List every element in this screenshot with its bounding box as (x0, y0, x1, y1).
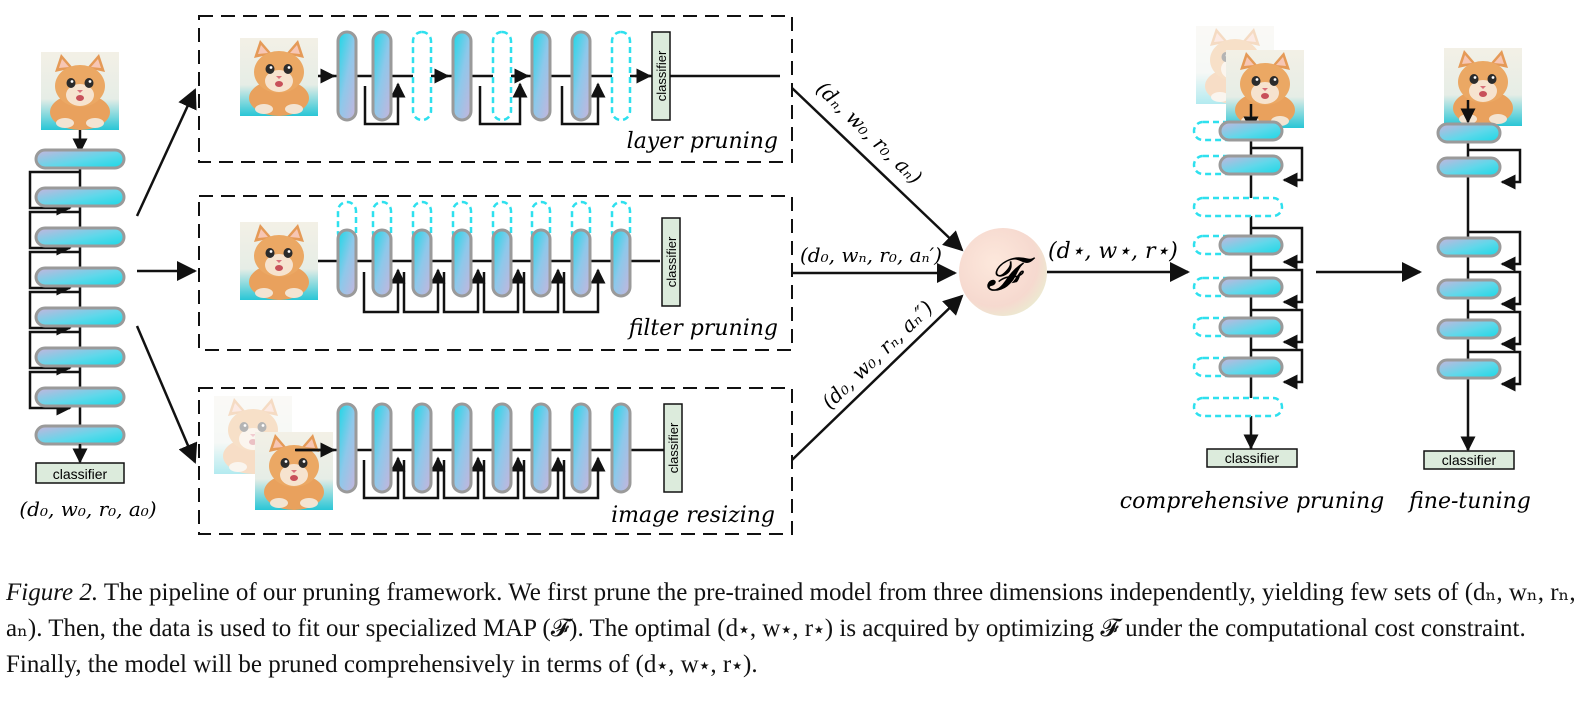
classifier-label: classifier (1442, 452, 1497, 468)
filter-pruning-tuple: (d₀, wₙ, r₀, aₙ′) (800, 243, 942, 267)
arrow-to-image-resizing (135, 325, 198, 464)
image-resizing-tuple: (d₀, w₀, rₙ, aₙ″) (817, 296, 938, 414)
layer-block (1218, 276, 1284, 298)
layer-block (1436, 236, 1502, 258)
pruned-layer (1192, 196, 1284, 218)
classifier-box (651, 31, 671, 121)
image-resizing-title: image resizing (611, 503, 775, 528)
layer-block (1218, 356, 1284, 378)
pruning-pipeline-diagram: classifier (d₀, w₀, r₀, a₀) (19, 15, 1531, 535)
classifier-label: classifier (1225, 450, 1280, 466)
layer-block (371, 30, 393, 122)
layer-block (1436, 318, 1502, 340)
layer-block (530, 228, 552, 298)
layer-block (491, 228, 513, 298)
resized-image-cat (255, 432, 333, 510)
layer-block (336, 402, 358, 494)
classifier-box (1206, 448, 1298, 468)
image-resizing-panel: classifier image resizing (198, 387, 793, 535)
layer-block (34, 186, 126, 208)
layer-block (336, 30, 358, 122)
original-config-tuple: (d₀, w₀, r₀, a₀) (19, 497, 156, 521)
layer-block (1218, 154, 1284, 176)
layer-block (34, 266, 126, 288)
layer-block (451, 30, 473, 122)
layer-block (491, 402, 513, 494)
classifier-box (661, 217, 681, 307)
filter-pruning-panel: classifier filter pruning (198, 195, 793, 351)
layer-block (34, 226, 126, 248)
arrow-to-layer-pruning (135, 88, 197, 217)
layer-block (1436, 156, 1502, 178)
figure-caption: Figure 2. The pipeline of our pruning fr… (6, 575, 1588, 683)
pruned-layer (411, 30, 433, 122)
layer-block (1436, 122, 1502, 144)
filter-pruning-title: filter pruning (627, 316, 778, 341)
pruned-layer (491, 30, 513, 122)
layer-block (371, 402, 393, 494)
layer-block (1218, 234, 1284, 256)
figure-caption-text: The pipeline of our pruning framework. W… (6, 579, 1576, 678)
resized-image-cat (1226, 50, 1304, 128)
classifier-box (1423, 450, 1515, 470)
layer-block (570, 402, 592, 494)
layer-block (451, 228, 473, 298)
layer-block (610, 402, 632, 494)
arrow-resize-to-map (791, 294, 964, 461)
pruned-layer (1192, 396, 1284, 418)
layer-block (570, 228, 592, 298)
layer-block (530, 30, 552, 122)
comprehensive-pruning-model: classifier comprehensive pruning (1120, 26, 1384, 514)
layer-block (34, 148, 126, 170)
input-image-cat (240, 222, 318, 300)
layer-block (1218, 316, 1284, 338)
input-image-cat (240, 38, 318, 116)
arrow-layer-to-map (791, 87, 964, 252)
layer-block (34, 424, 126, 446)
layer-block (371, 228, 393, 298)
resized-image-cat (1444, 48, 1522, 126)
input-image-cat (41, 52, 119, 130)
classifier-label: classifier (666, 422, 681, 473)
layer-block (570, 30, 592, 122)
layer-block (1436, 278, 1502, 300)
original-model: classifier (d₀, w₀, r₀, a₀) (19, 52, 157, 521)
layer-block (34, 386, 126, 408)
optimal-config-tuple: (d⋆, w⋆, r⋆) (1048, 239, 1178, 264)
classifier-label: classifier (664, 236, 679, 287)
comprehensive-pruning-title: comprehensive pruning (1120, 489, 1384, 514)
fine-tuning-title: fine-tuning (1407, 489, 1531, 514)
pruned-layer (610, 30, 632, 122)
fine-tuned-model: classifier fine-tuning (1407, 48, 1531, 514)
layer-pruning-title: layer pruning (627, 129, 778, 154)
layer-block (1436, 358, 1502, 380)
layer-block (34, 346, 126, 368)
layer-block (610, 228, 632, 298)
layer-pruning-tuple: (dₙ, w₀, r₀, aₙ) (812, 76, 928, 189)
layer-block (1218, 120, 1284, 142)
layer-block (336, 228, 358, 298)
layer-block (411, 228, 433, 298)
figure-caption-lead: Figure 2. (6, 579, 99, 606)
layer-block (34, 306, 126, 328)
classifier-label: classifier (654, 50, 669, 101)
map-node (959, 228, 1047, 316)
classifier-box (35, 462, 125, 484)
layer-pruning-panel: classifier layer pruning (198, 15, 793, 163)
layer-block (451, 402, 473, 494)
layer-block (530, 402, 552, 494)
layer-block (411, 402, 433, 494)
classifier-box (663, 403, 683, 493)
classifier-label: classifier (53, 466, 108, 482)
